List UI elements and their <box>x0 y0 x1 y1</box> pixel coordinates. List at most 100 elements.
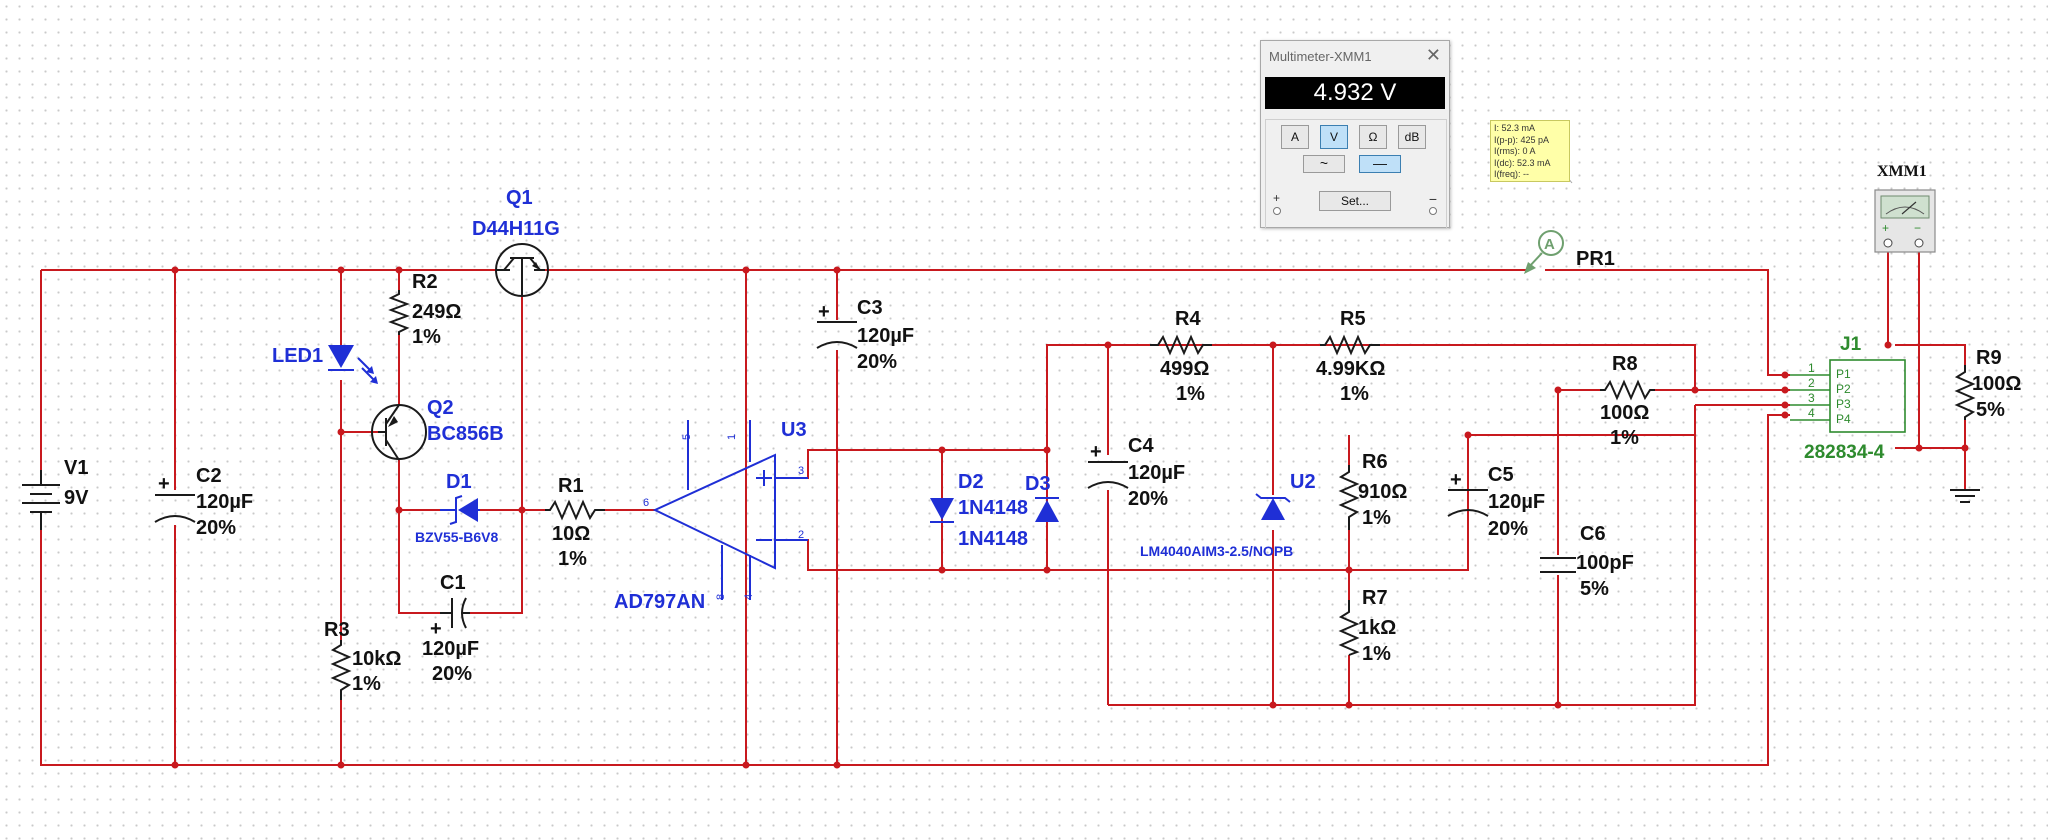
multimeter-title: Multimeter-XMM1 <box>1269 49 1372 64</box>
svg-text:+: + <box>1090 441 1102 463</box>
C5-tol: 20% <box>1488 518 1528 540</box>
mode-db-button[interactable]: dB <box>1398 125 1426 149</box>
svg-text:+: + <box>818 301 830 323</box>
multimeter-panel[interactable]: Multimeter-XMM1 ✕ 4.932 V A V Ω dB ~ — +… <box>1260 40 1450 229</box>
C3-ref: C3 <box>857 297 883 319</box>
mode-amp-button[interactable]: A <box>1281 125 1309 149</box>
dc-wave-button[interactable]: — <box>1359 155 1401 173</box>
transistor-Q1[interactable]: Q1 D44H11G <box>472 187 560 297</box>
J1-P1: P1 <box>1836 367 1851 381</box>
U3-pin-5: 5 <box>681 434 693 440</box>
led-LED1[interactable]: LED1 <box>272 345 378 384</box>
PR1-ref: PR1 <box>1576 248 1615 270</box>
probe-line: I: 52.3 mA <box>1494 123 1536 133</box>
mode-ohm-button[interactable]: Ω <box>1359 125 1387 149</box>
D3-ref: D3 <box>1025 473 1051 495</box>
D1-part: BZV55-B6V8 <box>415 529 498 545</box>
C2-value: 120µF <box>196 491 253 513</box>
resistor-R1[interactable]: R1 10Ω 1% <box>545 475 605 570</box>
U3-pin-3: 3 <box>798 465 804 477</box>
capacitor-C4[interactable]: + C4 120µF 20% <box>1087 435 1185 510</box>
zener-D1[interactable]: D1 BZV55-B6V8 <box>415 471 498 545</box>
U3-pin-6: 6 <box>643 497 649 509</box>
svg-text:+: + <box>1882 221 1889 235</box>
capacitor-C3[interactable]: + C3 120µF 20% <box>816 297 914 373</box>
plus-terminal[interactable] <box>1273 207 1281 215</box>
R2-ref: R2 <box>412 271 438 293</box>
probe-line: I(rms): 0 A <box>1494 146 1536 156</box>
resistor-R8[interactable]: R8 100Ω 1% <box>1600 353 1655 449</box>
minus-terminal[interactable] <box>1429 207 1437 215</box>
mode-volt-button[interactable]: V <box>1320 125 1348 149</box>
svg-text:+: + <box>430 618 442 640</box>
resistor-R2[interactable]: R2 249Ω 1% <box>388 271 461 348</box>
R7-tol: 1% <box>1362 643 1391 665</box>
junctions <box>171 266 1969 769</box>
C4-tol: 20% <box>1128 488 1168 510</box>
resistor-R5[interactable]: R5 4.99KΩ 1% <box>1316 308 1385 405</box>
R6-value: 910Ω <box>1358 481 1407 503</box>
multimeter-display: 4.932 V <box>1265 77 1445 109</box>
svg-text:−: − <box>1914 221 1921 235</box>
R6-tol: 1% <box>1362 507 1391 529</box>
R3-tol: 1% <box>352 673 381 695</box>
R4-tol: 1% <box>1176 383 1205 405</box>
probe-line: I(freq): -- <box>1494 169 1529 179</box>
opamp-U3[interactable]: 5 1 3 2 6 8 4 U3 AD797AN <box>614 419 808 613</box>
R5-tol: 1% <box>1340 383 1369 405</box>
LED1-ref: LED1 <box>272 345 323 367</box>
C5-value: 120µF <box>1488 491 1545 513</box>
plus-terminal-label: + <box>1273 191 1281 205</box>
ac-wave-button[interactable]: ~ <box>1303 155 1345 173</box>
resistor-R3[interactable]: R3 10kΩ 1% <box>324 619 401 700</box>
D2-ref: D2 <box>958 471 984 493</box>
R3-value: 10kΩ <box>352 648 401 670</box>
diode-D2[interactable]: D2 1N4148 <box>930 471 1028 523</box>
current-probe-PR1[interactable]: A PR1 <box>1524 142 1615 274</box>
resistor-R7[interactable]: R7 1kΩ 1% <box>1338 587 1396 665</box>
capacitor-C2[interactable]: + C2 120µF 20% <box>154 465 253 539</box>
close-icon[interactable]: ✕ <box>1425 45 1441 65</box>
C2-tol: 20% <box>196 517 236 539</box>
diode-D3[interactable]: D3 1N4148 <box>958 473 1059 550</box>
C2-ref: C2 <box>196 465 222 487</box>
R2-value: 249Ω <box>412 301 461 323</box>
R4-value: 499Ω <box>1160 358 1209 380</box>
R1-tol: 1% <box>558 548 587 570</box>
R5-ref: R5 <box>1340 308 1366 330</box>
Q1-ref: Q1 <box>506 187 533 209</box>
C5-ref: C5 <box>1488 464 1514 486</box>
J1-pin-4: 4 <box>1808 406 1815 420</box>
U3-pin-1: 1 <box>726 434 738 440</box>
Q2-ref: Q2 <box>427 397 454 419</box>
U3-pin-4: 4 <box>743 594 755 600</box>
C3-value: 120µF <box>857 325 914 347</box>
J1-P4: P4 <box>1836 412 1851 426</box>
reference-U2[interactable]: U2 LM4040AIM3-2.5/NOPB <box>1140 471 1316 559</box>
capacitor-C6[interactable]: C6 100pF 5% <box>1540 523 1634 600</box>
U3-part: AD797AN <box>614 591 705 613</box>
U3-pin-2: 2 <box>798 529 804 541</box>
battery-V1[interactable]: V1 9V <box>22 457 89 530</box>
D3-part: 1N4148 <box>958 528 1028 550</box>
connector-J1[interactable]: 1 2 3 4 P1 P2 P3 P4 J1 282834-4 <box>1790 334 1906 463</box>
capacitor-C1[interactable]: C1 + 120µF 20% <box>422 572 479 685</box>
resistor-R6[interactable]: R6 910Ω 1% <box>1338 451 1407 530</box>
probe-line: I(dc): 52.3 mA <box>1494 157 1551 168</box>
set-button[interactable]: Set... <box>1319 191 1391 211</box>
C6-ref: C6 <box>1580 523 1606 545</box>
J1-pin-3: 3 <box>1808 391 1815 405</box>
capacitor-C5[interactable]: + C5 120µF 20% <box>1447 464 1545 540</box>
C4-ref: C4 <box>1128 435 1154 457</box>
svg-text:+: + <box>158 473 170 495</box>
transistor-Q2[interactable]: Q2 BC856B <box>371 397 504 461</box>
R7-ref: R7 <box>1362 587 1388 609</box>
multimeter-symbol-XMM1[interactable]: XMM1 + − <box>1874 163 1936 253</box>
resistor-R9[interactable]: R9 100Ω 5% <box>1954 347 2021 421</box>
J1-pin-2: 2 <box>1808 376 1815 390</box>
D2-part: 1N4148 <box>958 497 1028 519</box>
C3-tol: 20% <box>857 351 897 373</box>
U2-ref: U2 <box>1290 471 1316 493</box>
resistor-R4[interactable]: R4 499Ω 1% <box>1150 308 1212 405</box>
